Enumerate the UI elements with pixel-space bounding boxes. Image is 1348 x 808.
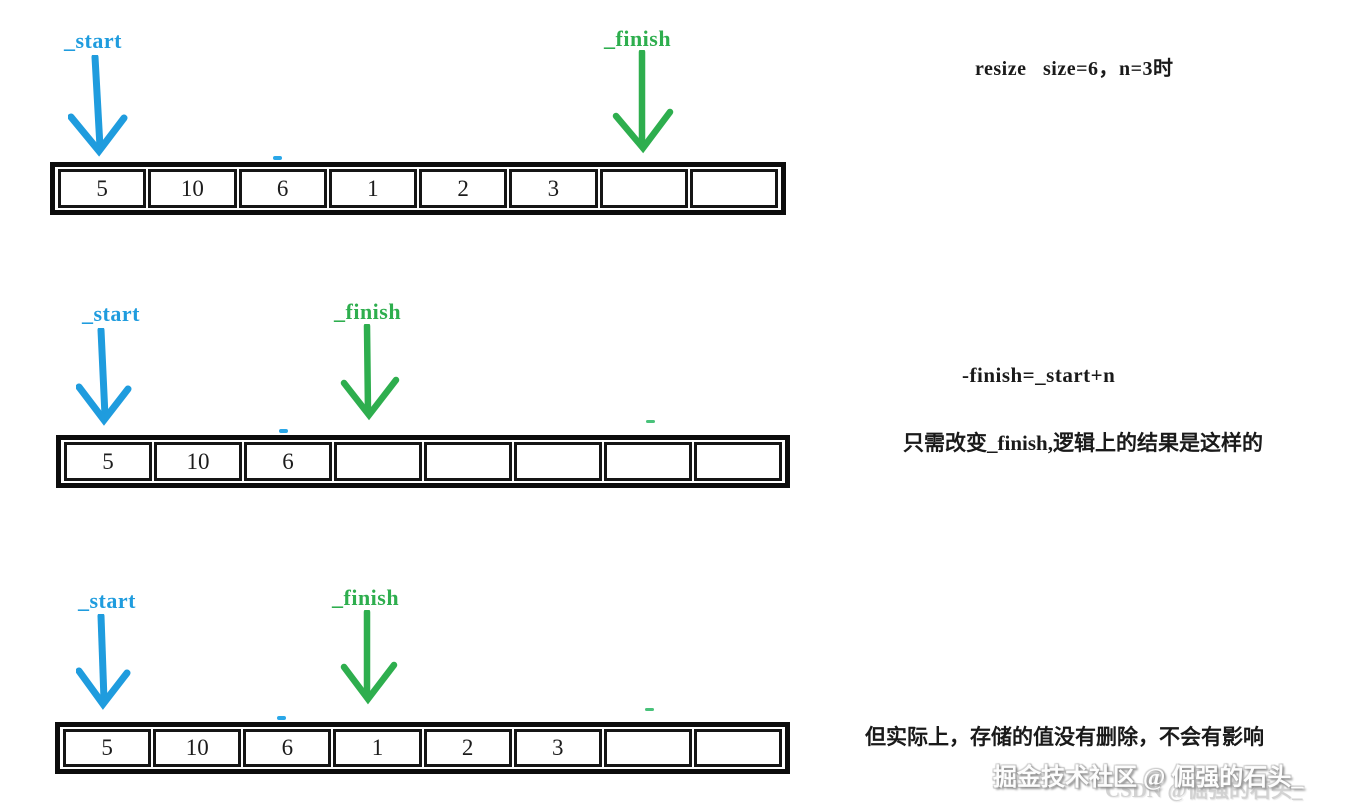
array-cell: 2 — [423, 729, 512, 767]
array-cell — [604, 442, 692, 481]
array-cell: 5 — [63, 729, 152, 767]
array-cell: 10 — [148, 169, 237, 208]
array-cell: 3 — [509, 169, 598, 208]
array-cell: 6 — [244, 442, 332, 481]
array-row-before: 5 10 6 1 2 3 — [50, 162, 786, 215]
finish-pointer-arrow-icon — [612, 50, 674, 154]
array-row-logical: 5 10 6 — [56, 435, 790, 488]
array-cell — [603, 729, 692, 767]
array-cell: 6 — [238, 169, 327, 208]
start-pointer-arrow-icon — [76, 328, 132, 426]
array-cell: 5 — [58, 169, 147, 208]
stray-cursor-mark — [646, 420, 655, 423]
finish-pointer-label: _finish — [334, 299, 402, 324]
stray-cursor-mark — [277, 716, 286, 720]
actual-storage-note: 但实际上，存储的值没有删除，不会有影响 — [865, 725, 1264, 749]
array-cell — [599, 169, 688, 208]
array-row-actual: 5 10 6 1 2 3 — [55, 722, 790, 774]
array-cell: 1 — [333, 729, 422, 767]
finish-formula-note: -finish=_start+n — [962, 363, 1116, 387]
finish-pointer-label: _finish — [604, 26, 672, 51]
start-pointer-label: _start — [78, 588, 136, 613]
array-cell: 2 — [419, 169, 508, 208]
array-cell — [514, 442, 602, 481]
resize-parameters-note: resize size=6，n=3时 — [975, 58, 1174, 80]
array-cell — [693, 729, 782, 767]
array-cell: 6 — [243, 729, 332, 767]
finish-pointer-arrow-icon — [340, 610, 398, 705]
array-cell — [694, 442, 782, 481]
array-cell — [334, 442, 422, 481]
stray-cursor-mark — [279, 429, 288, 433]
start-pointer-label: _start — [82, 301, 140, 326]
start-pointer-arrow-icon — [68, 55, 128, 157]
logic-result-note: 只需改变_finish,逻辑上的结果是这样的 — [903, 431, 1263, 455]
array-cell: 1 — [328, 169, 417, 208]
array-cell — [689, 169, 778, 208]
finish-pointer-arrow-icon — [340, 324, 400, 421]
array-cell: 10 — [153, 729, 242, 767]
array-cell — [424, 442, 512, 481]
csdn-watermark: CSDN @倔强的石头_ — [1105, 778, 1303, 802]
array-cell: 3 — [513, 729, 602, 767]
start-pointer-label: _start — [64, 28, 122, 53]
juejin-watermark: 掘金技术社区 @ 倔强的石头_ — [993, 765, 1304, 791]
stray-cursor-mark — [645, 708, 654, 711]
array-cell: 10 — [154, 442, 242, 481]
array-cell: 5 — [64, 442, 152, 481]
finish-pointer-label: _finish — [332, 585, 400, 610]
start-pointer-arrow-icon — [76, 614, 131, 710]
stray-cursor-mark — [273, 156, 282, 160]
